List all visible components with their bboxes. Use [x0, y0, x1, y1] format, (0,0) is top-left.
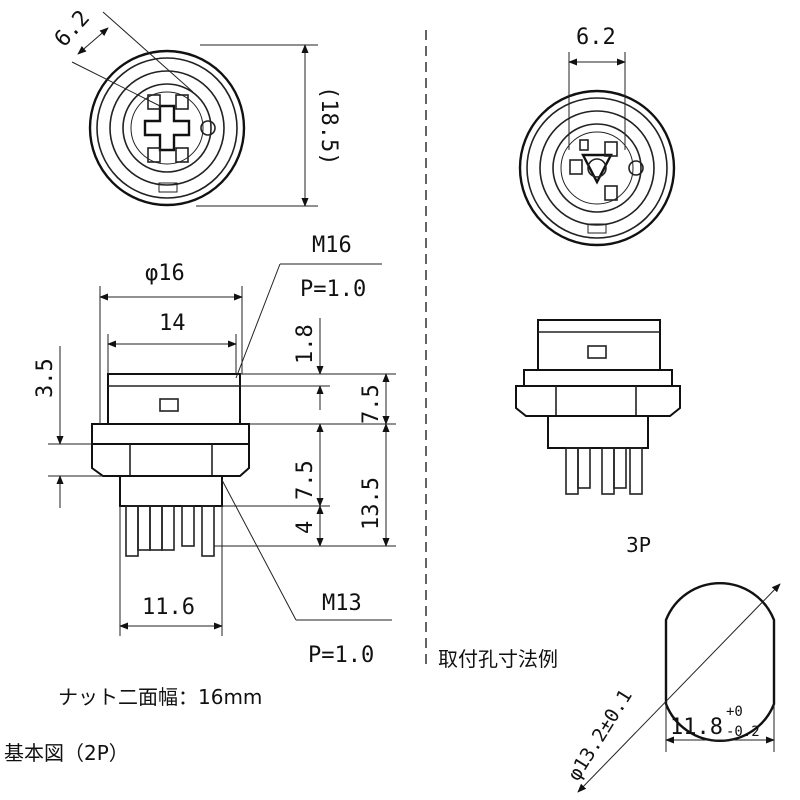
hole-tol-upper: +0 — [726, 704, 743, 720]
terminal-pins-2p — [125, 505, 215, 557]
side-dim-13-5: 13.5 — [359, 477, 384, 530]
side-pitch-bottom: P=1.0 — [308, 643, 374, 668]
side-view-2p: φ16 14 3.5 M16 P=1.0 1.8 7.5 7.5 — [33, 233, 396, 668]
pin-contact-upper — [147, 94, 189, 110]
side-dim-7-5-lower: 7.5 — [293, 460, 318, 500]
top-view-2p: 6.2 (18.5) — [50, 6, 341, 207]
side-view-3p: 3P — [515, 319, 681, 557]
side-dim-11-6: 11.6 — [142, 595, 195, 620]
side-dim-7-5-upper: 7.5 — [359, 384, 384, 424]
side-dim-14: 14 — [159, 311, 186, 336]
pin-contact-lower — [147, 147, 189, 163]
side-thread-top: M16 — [312, 233, 352, 258]
top-view-3p: 6.2 — [518, 25, 676, 247]
side-dim-phi16: φ16 — [145, 261, 185, 286]
side-pitch-top: P=1.0 — [300, 277, 366, 302]
nut-width-note: ナット二面幅：16mm — [58, 685, 262, 709]
mounting-hole: 11.8 +0 -0.2 φ13.2±0.1 取付孔寸法例 — [438, 581, 781, 793]
drawing-caption: 基本図（2P） — [4, 741, 129, 765]
terminal-pins-3p — [565, 447, 643, 495]
mounting-hole-title: 取付孔寸法例 — [438, 647, 558, 671]
hole-tol-lower: -0.2 — [726, 724, 760, 740]
side-dim-4: 4 — [293, 521, 318, 534]
side-dim-3-5: 3.5 — [33, 358, 58, 398]
side-3p-label: 3P — [626, 533, 651, 557]
top-3p-dim-pin-spacing: 6.2 — [576, 25, 616, 50]
hole-dim-width: 11.8 — [670, 715, 723, 740]
side-thread-bottom: M13 — [322, 591, 362, 616]
side-dim-1-8: 1.8 — [293, 324, 318, 364]
pin-contact-3p — [569, 139, 618, 201]
top-2p-dim-height: (18.5) — [316, 86, 341, 165]
